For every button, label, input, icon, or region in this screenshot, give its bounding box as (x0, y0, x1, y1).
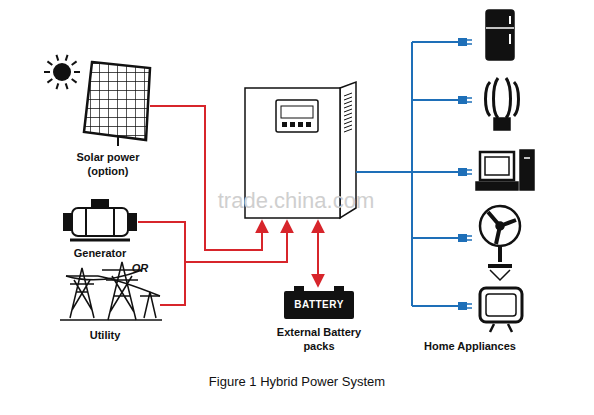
generator-source: Generator (55, 246, 145, 260)
node-label: Utility (60, 328, 150, 342)
ac-output-wires (356, 42, 458, 306)
sun-icon (44, 55, 80, 89)
generator-icon (64, 200, 136, 240)
watermark: trade.china.com (218, 188, 375, 214)
battery-label: BATTERY (284, 291, 354, 319)
power-pylons (60, 262, 162, 320)
plugs (458, 38, 472, 310)
figure-caption: Figure 1 Hybrid Power System (209, 374, 385, 389)
solar-source: Solar power (option) (68, 150, 148, 178)
solar-panel (84, 62, 150, 146)
node-label: Solar power (option) (68, 150, 148, 178)
node-label: Generator (55, 246, 145, 260)
utility-source: Utility (60, 328, 150, 342)
battery-box: BATTERY External Battery packs (273, 291, 365, 353)
home-appliances (476, 10, 534, 332)
node-label: External Battery packs (273, 325, 365, 353)
or-label: OR (132, 262, 149, 274)
group-label: Home Appliances (424, 340, 516, 352)
